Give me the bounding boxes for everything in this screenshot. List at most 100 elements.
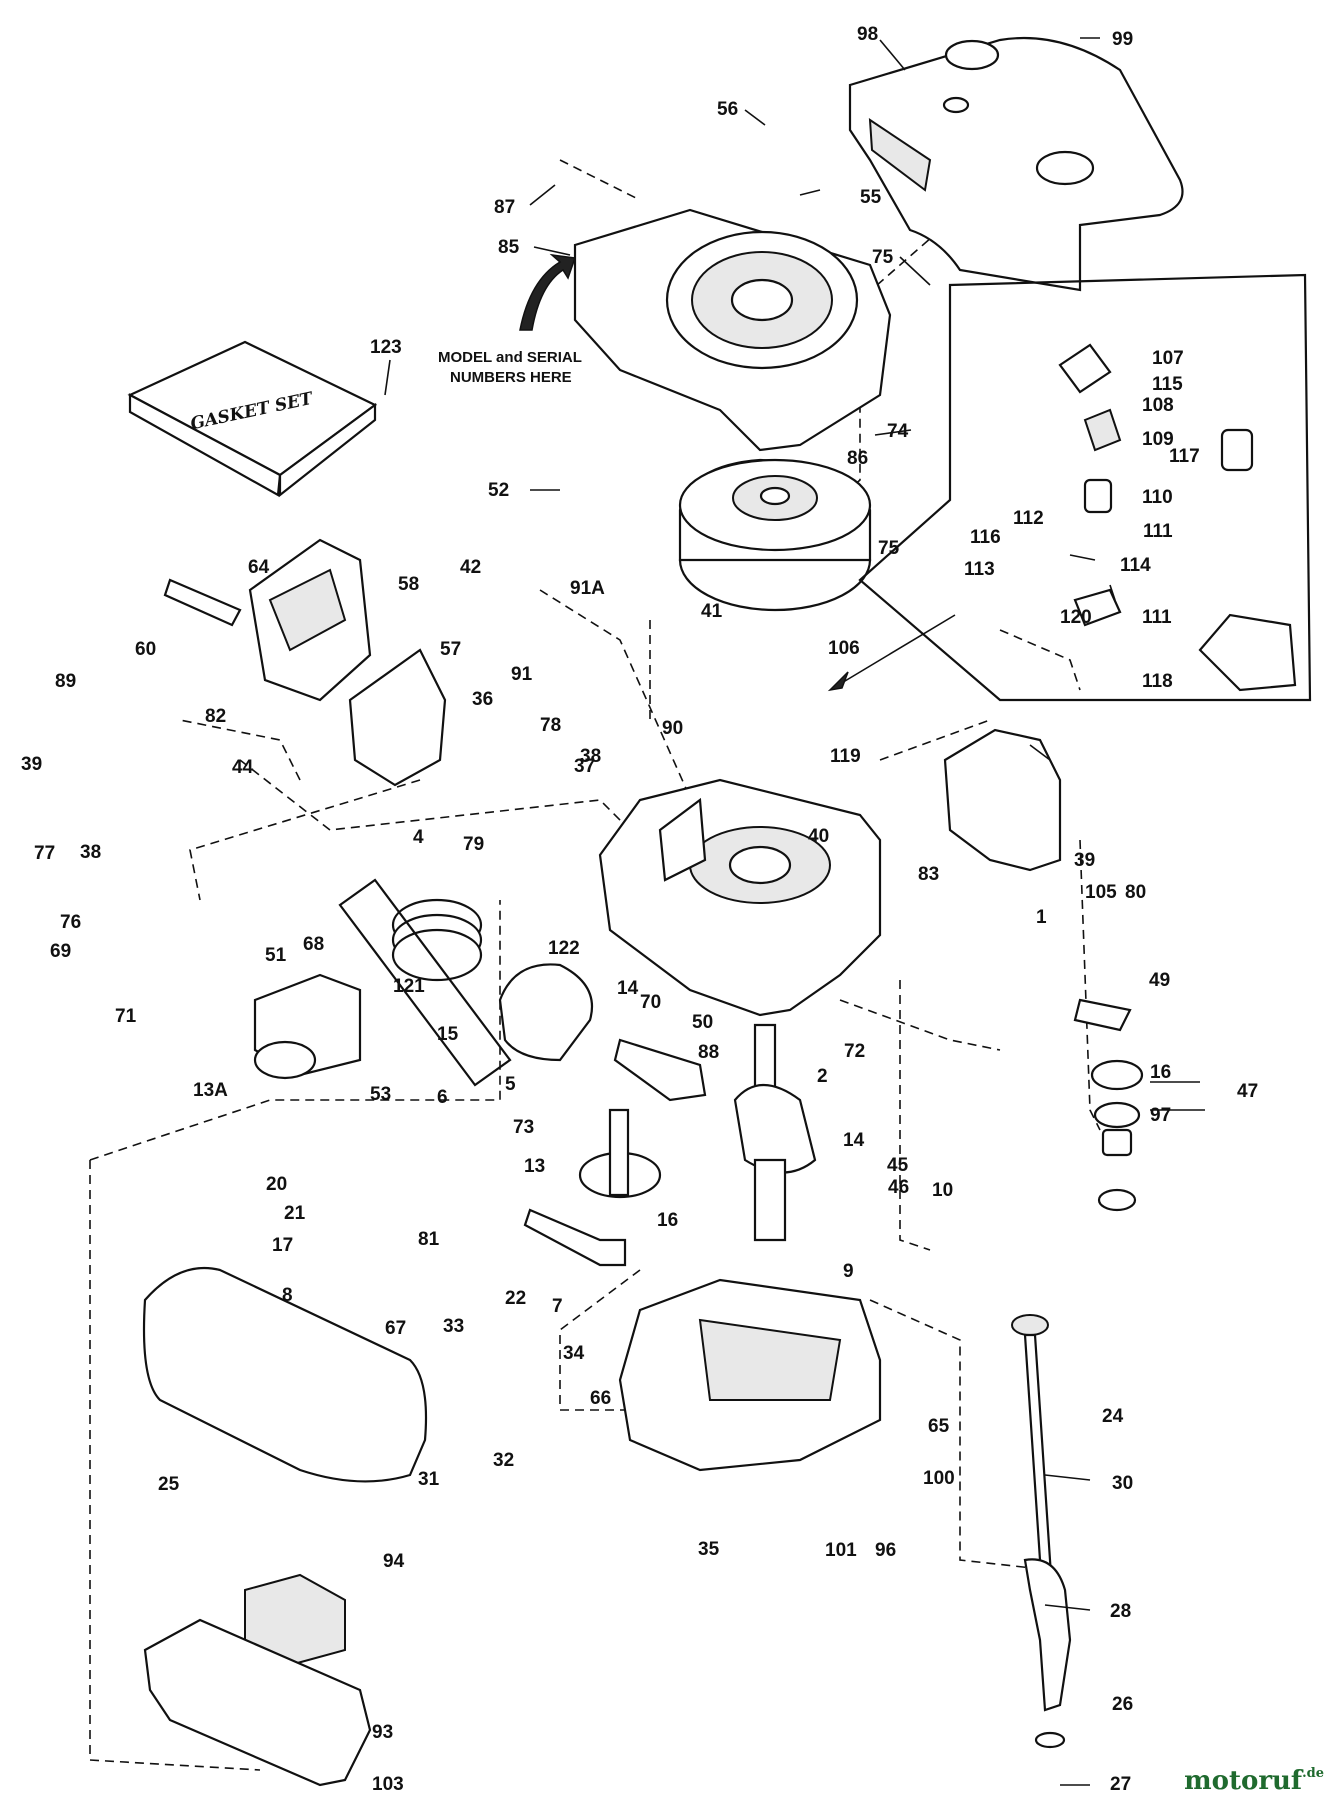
callout: 13 (524, 1156, 545, 1177)
callout: 106 (828, 638, 860, 659)
callout: 110 (1142, 487, 1173, 508)
callout: 111 (1143, 521, 1173, 542)
callout: 13A (193, 1080, 228, 1101)
callout: 107 (1152, 348, 1184, 369)
tappet (523, 1208, 627, 1267)
callout: 35 (698, 1539, 720, 1560)
callout: 91A (570, 578, 605, 599)
callout: 122 (548, 938, 580, 959)
callout: 99 (1112, 29, 1133, 50)
callout: 96 (875, 1540, 896, 1561)
callout: 39 (1074, 850, 1095, 871)
callout: 73 (513, 1117, 534, 1138)
callout: 109 (1142, 429, 1174, 450)
callout: 16 (1150, 1062, 1171, 1083)
callout: 2 (817, 1066, 828, 1087)
callout: 1 (1036, 907, 1047, 928)
callout: 49 (1149, 970, 1170, 991)
callout: 58 (398, 574, 419, 595)
air-filter-base (143, 1618, 372, 1787)
model-serial-caption: MODEL and SERIAL NUMBERS HERE (438, 349, 582, 386)
callout: 113 (964, 559, 995, 580)
callout: 30 (1112, 1473, 1133, 1494)
callout: 6 (437, 1087, 448, 1108)
callout: 70 (640, 992, 661, 1013)
callout: 15 (437, 1024, 459, 1045)
cylinder-head (163, 538, 372, 702)
air-filter-cover (142, 1266, 428, 1483)
callout: 45 (887, 1155, 909, 1176)
connecting-rod (613, 1038, 707, 1102)
callout: 56 (717, 99, 738, 120)
callout: 90 (662, 718, 683, 739)
callout: 105 (1085, 882, 1117, 903)
callout: 65 (928, 1416, 950, 1437)
callout: 38 (80, 842, 101, 863)
callout: 14 (843, 1130, 865, 1151)
callout: 116 (970, 527, 1001, 548)
callout: 22 (505, 1288, 526, 1309)
callout: 87 (494, 197, 515, 218)
leader-lines (384, 37, 1205, 1786)
ignition-inset (827, 273, 1312, 702)
callout: 115 (1152, 374, 1183, 395)
callout: 119 (830, 746, 861, 767)
piston-assembly (338, 878, 594, 1087)
callout: 27 (1110, 1774, 1131, 1795)
callout: 118 (1142, 671, 1173, 692)
recoil-starter (943, 728, 1062, 872)
callout: 14 (617, 978, 639, 999)
callout: 81 (418, 1229, 440, 1250)
callout: 55 (860, 187, 882, 208)
callout: 114 (1120, 555, 1151, 576)
callout: 67 (385, 1318, 406, 1339)
callout: 17 (272, 1235, 293, 1256)
brand-name: motoruf (1184, 1766, 1303, 1796)
oil-dipstick (1011, 1314, 1072, 1749)
callout: 39 (21, 754, 42, 775)
callout: 76 (60, 912, 81, 933)
callout: 101 (825, 1540, 857, 1561)
callout: 31 (418, 1469, 440, 1490)
crankshaft (733, 1023, 817, 1242)
cylinder-block (598, 778, 882, 1017)
callout: 121 (393, 976, 425, 997)
callout: 51 (265, 945, 287, 966)
callout: 120 (1060, 607, 1092, 628)
callout: 26 (1112, 1694, 1133, 1715)
callout: 79 (463, 834, 484, 855)
callout: 91 (511, 664, 533, 685)
callout: 80 (1125, 882, 1146, 903)
callout: 9 (843, 1261, 854, 1282)
callout: 68 (303, 934, 324, 955)
flywheel (678, 458, 872, 612)
engine-shroud (848, 36, 1184, 292)
callout: 117 (1169, 446, 1200, 467)
callout: 38 (580, 746, 601, 767)
callout: 36 (472, 689, 493, 710)
brand-tld: .de (1302, 1766, 1324, 1781)
callout: 86 (847, 448, 868, 469)
callout: 97 (1150, 1105, 1171, 1126)
callout: 85 (498, 237, 520, 258)
callout: 100 (923, 1468, 955, 1489)
callout: 21 (284, 1203, 306, 1224)
callout: 69 (50, 941, 71, 962)
callout: 40 (808, 826, 829, 847)
callout: 75 (878, 538, 900, 559)
callout: 34 (563, 1343, 585, 1364)
callout: 46 (888, 1177, 909, 1198)
callout: 111 (1142, 607, 1172, 628)
callout: 64 (248, 557, 270, 578)
callout: 53 (370, 1084, 391, 1105)
callout: 8 (282, 1285, 293, 1306)
callout: 112 (1013, 508, 1044, 529)
model-serial-line1: MODEL and SERIAL (438, 349, 582, 366)
callout: 33 (443, 1316, 464, 1337)
head-gasket (348, 648, 447, 787)
callout: 108 (1142, 395, 1174, 416)
callout: 20 (266, 1174, 287, 1195)
model-serial-line2: NUMBERS HERE (450, 369, 572, 386)
callout: 7 (552, 1296, 563, 1317)
